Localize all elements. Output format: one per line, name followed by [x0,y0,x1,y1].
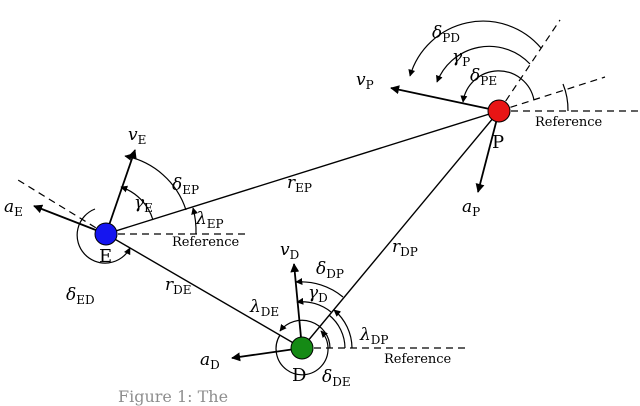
label-a-e: aE [4,197,23,219]
label-gamma-d: γD [308,283,328,305]
label-lambda-dp: λDP [359,325,388,347]
label-lambda-ep: λEP [195,209,224,231]
agent-points [94,99,511,360]
label-lambda-de: λDE [249,297,279,319]
velocity-arrow-p [390,85,500,112]
arc-lambda-dp-1 [333,309,353,349]
angle-arcs [76,20,569,376]
velocity-arrow-d [290,263,303,349]
arc-delta-dp [295,278,344,298]
label-v-p: vP [356,70,374,92]
label-a-d: aD [200,350,220,372]
label-delta-ed: δED [66,285,95,307]
label-gamma-p: γP [452,47,470,69]
arc-reference-p [562,83,569,112]
label-r-de: rDE [165,275,192,297]
arc-lambda-de [279,319,331,349]
acceleration-arrow-d [231,347,303,362]
extension-pd [498,19,561,112]
label-r-ep: rEP [287,173,312,195]
los-extensions [17,19,606,235]
pursuer-point [487,99,511,123]
arc-delta-de [275,330,329,376]
arc-delta-ep [124,153,187,211]
extension-ed [17,179,107,235]
reference-label-e: Reference [172,235,240,250]
arc-delta-pe [460,70,535,103]
evader-point [94,222,118,246]
los-line-ep [105,110,500,235]
label-v-d: vD [280,240,299,262]
extension-pe [498,76,606,112]
arc-gamma-e [120,185,154,221]
label-v-e: vE [128,125,146,147]
label-delta-pe: δPE [470,66,497,88]
arc-delta-pd [408,20,542,77]
acceleration-arrow-p [475,110,500,193]
arc-gamma-p [436,45,531,83]
defender-point [290,336,314,360]
figure-caption: Figure 1: The [118,387,228,406]
label-delta-pd: δPD [432,23,460,45]
arc-lambda-dp-2 [328,314,346,349]
label-a-p: aP [462,197,480,219]
node-label-d: D [292,365,306,386]
acceleration-arrow-e [33,204,107,235]
arc-gamma-d [296,297,332,313]
label-delta-de: δDE [322,367,351,389]
line-of-sight-lines [105,110,500,349]
label-r-dp: rDP [392,237,418,259]
los-line-de [105,233,303,349]
arc-delta-ed [76,208,131,264]
label-delta-dp: δDP [316,259,344,281]
label-delta-ep: δEP [172,175,199,197]
reference-lines [106,110,640,349]
reference-label-p: Reference [535,115,603,130]
arc-lambda-ep [191,207,199,235]
los-line-dp [301,110,500,349]
reference-label-d: Reference [384,352,452,367]
label-gamma-e: γE [134,193,153,215]
node-label-e: E [99,246,112,267]
node-label-p: P [492,132,504,153]
